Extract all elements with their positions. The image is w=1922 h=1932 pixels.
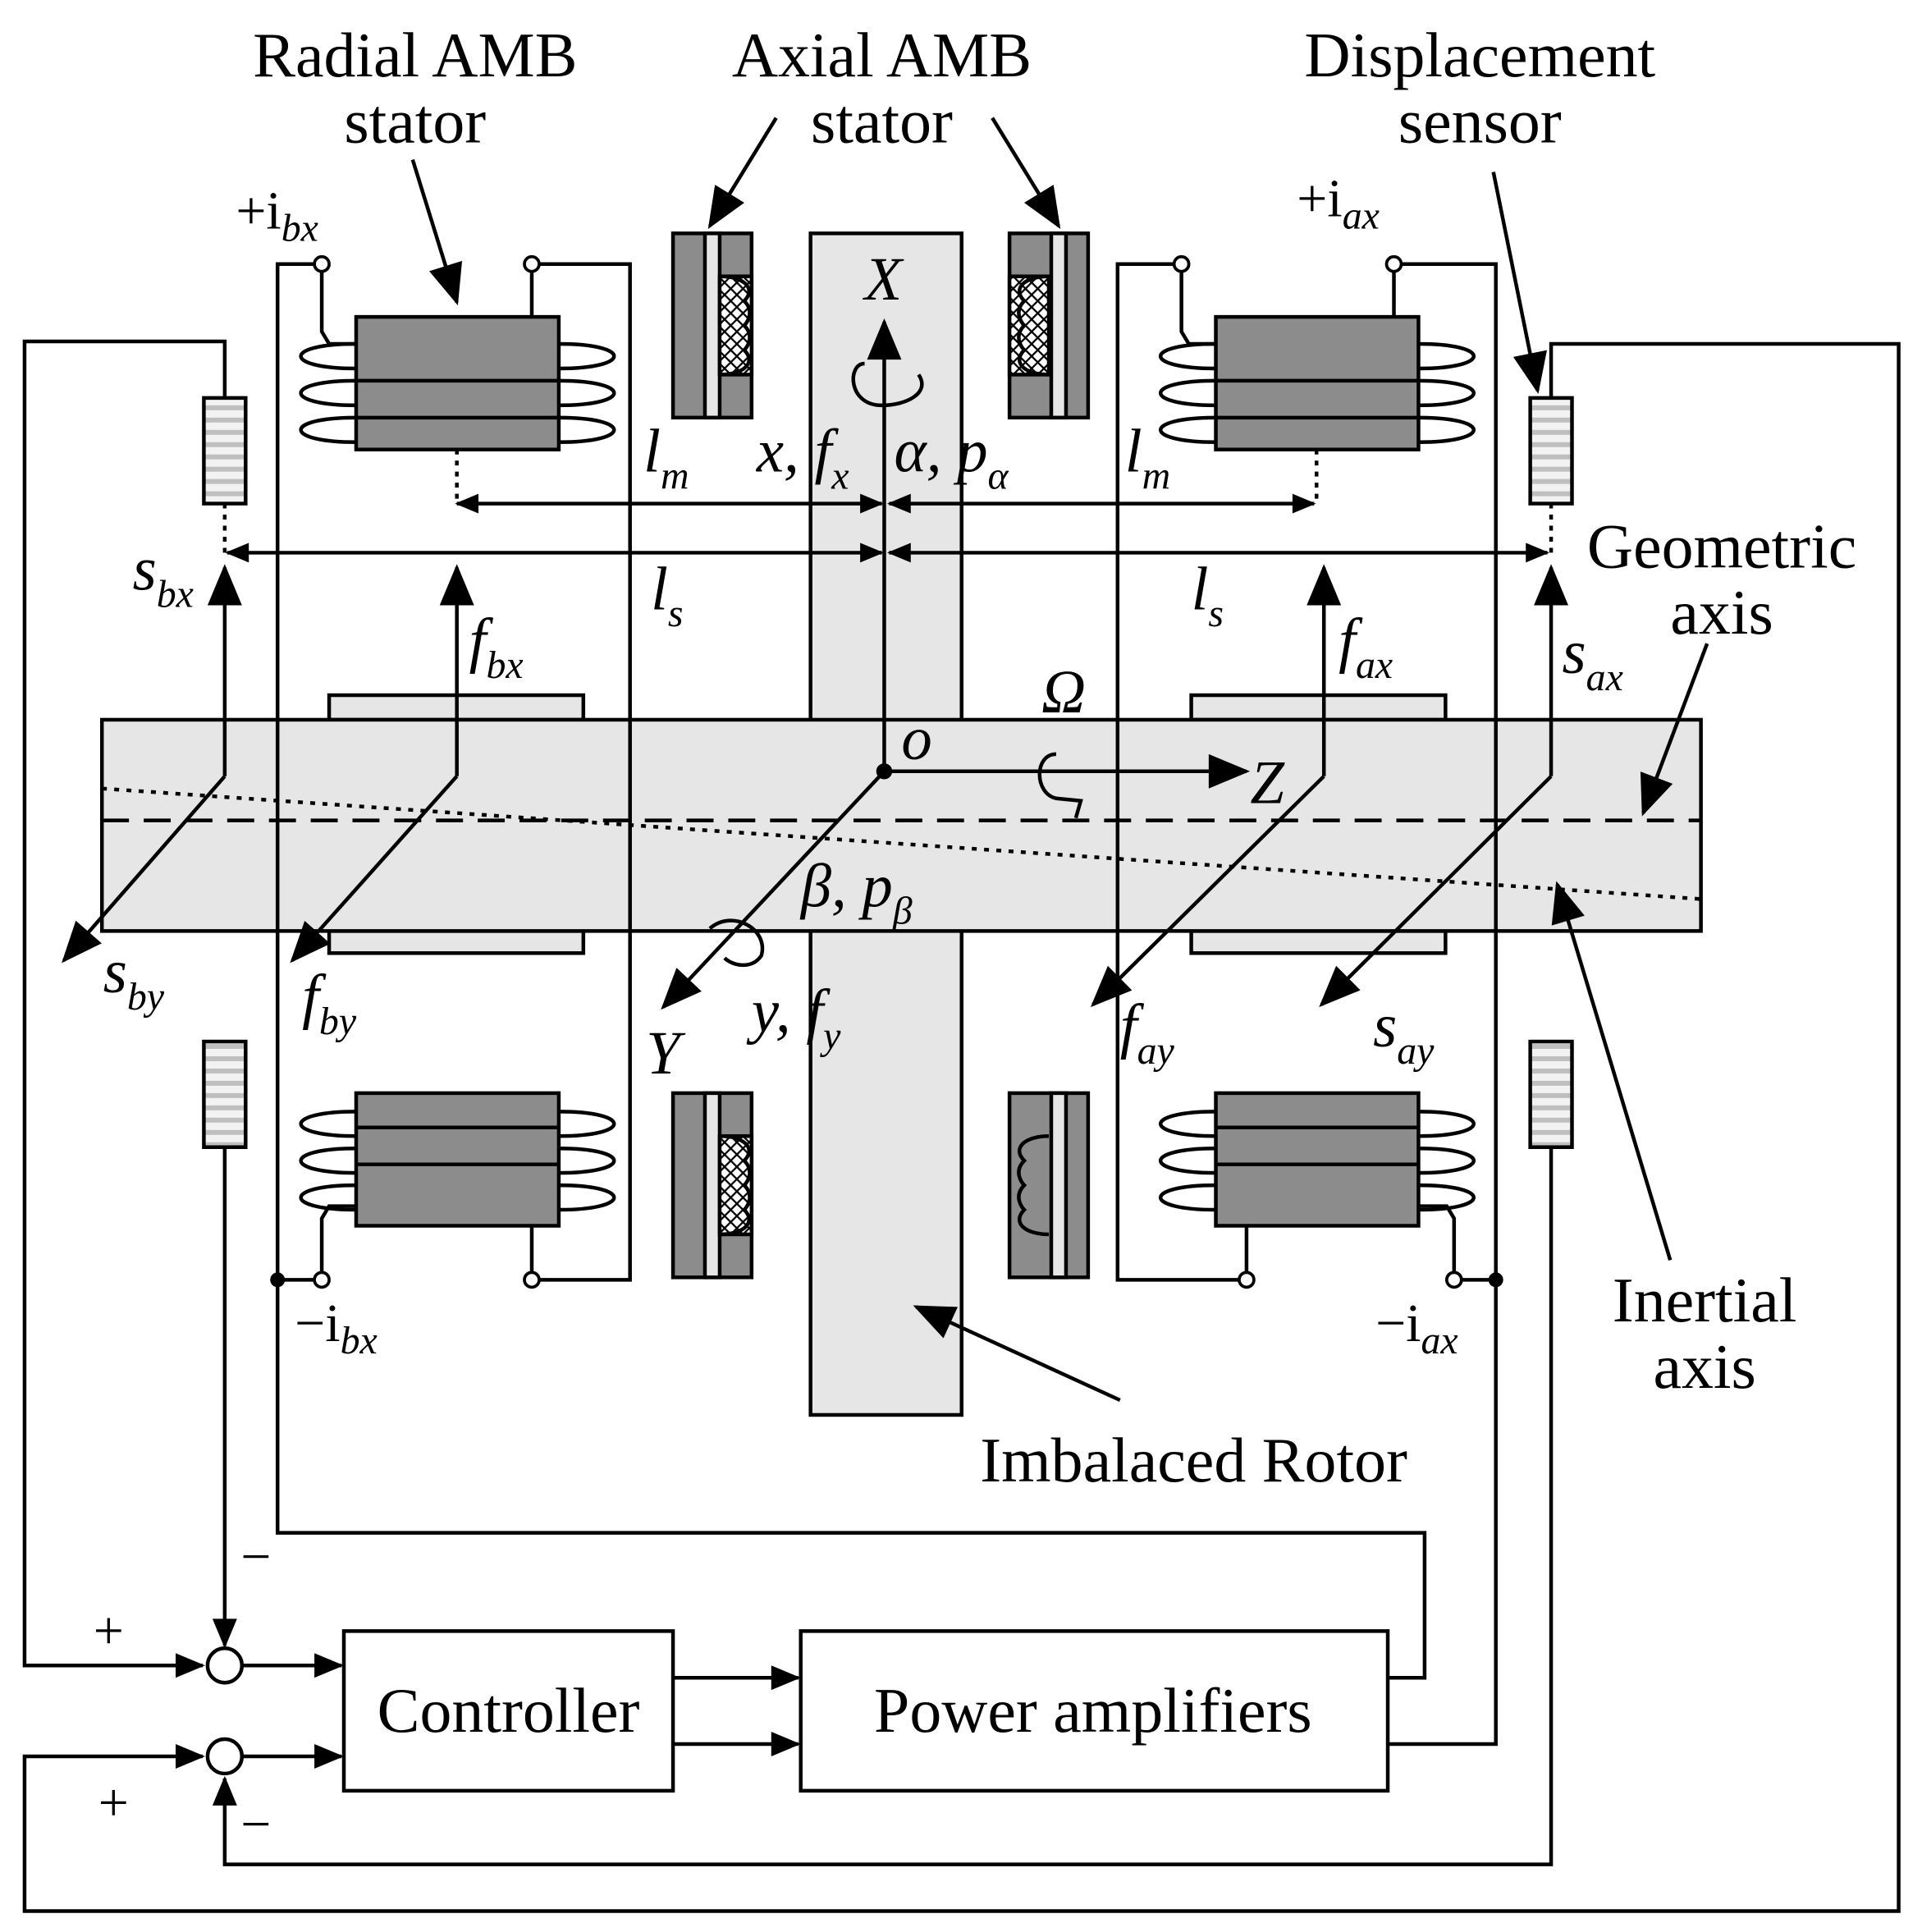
label-x-fx: x, fx (756, 418, 849, 498)
leader-axial-stator-left (707, 117, 778, 229)
sensor-bottom-right (1528, 1039, 1574, 1149)
controller-block (341, 1629, 675, 1793)
label-axis-X: X (863, 245, 905, 314)
label-power-amplifiers: Power amplifiers (874, 1675, 1312, 1746)
label-minus-i-ax: −iax (1375, 1293, 1458, 1362)
summing-junction-bottom (205, 1737, 245, 1776)
label-inertial-axis-line2: axis (1653, 1331, 1755, 1402)
sign-plus-top: + (94, 1600, 124, 1660)
rotor-collar-left-bottom (327, 929, 586, 955)
label-plus-i-ax: +iax (1297, 168, 1380, 237)
label-s-ax: sax (1563, 619, 1623, 699)
label-imbalanced-rotor: Imbalaced Rotor (980, 1425, 1407, 1495)
label-omega: Ω (1041, 658, 1086, 726)
sign-minus-bottom: − (240, 1795, 271, 1855)
label-f-bx: fbx (469, 607, 524, 687)
label-plus-i-bx: +ibx (236, 181, 318, 250)
label-radial-amb-stator-line2: stator (344, 86, 486, 157)
label-lm-left: lm (643, 418, 689, 498)
label-ls-left: ls (651, 555, 683, 635)
radial-amb-stator-top-left (299, 263, 616, 451)
label-s-by: sby (103, 938, 165, 1019)
label-lm-right: lm (1125, 418, 1170, 498)
leader-sensor (1491, 172, 1547, 395)
sensor-top-right (1528, 396, 1574, 506)
rotation-alpha (851, 361, 924, 408)
label-minus-i-bx: −ibx (295, 1293, 378, 1362)
axial-amb-stator-bottom-left (670, 1091, 754, 1280)
sensor-wire-bottom-right (212, 1147, 1554, 1866)
power-amplifiers-block (799, 1629, 1390, 1793)
label-geometric-axis-line2: axis (1670, 577, 1773, 648)
axial-amb-stator-top-right (1007, 231, 1091, 420)
radial-amb-stator-bottom-right (1159, 1091, 1476, 1280)
vector-s-by (62, 775, 227, 964)
label-controller: Controller (378, 1675, 640, 1746)
leader-axial-stator-right (991, 117, 1061, 229)
leader-radial-stator (410, 158, 463, 306)
sign-plus-bottom: + (98, 1773, 129, 1833)
sensor-bottom-left (202, 1039, 248, 1149)
leader-geometric-axis (1640, 643, 1709, 817)
radial-amb-stator-top-right (1159, 263, 1476, 451)
summing-junction-top (205, 1646, 245, 1685)
vector-f-by (290, 775, 459, 964)
label-radial-amb-stator-line1: Radial AMB (253, 20, 577, 90)
sensor-top-left (202, 396, 248, 506)
label-axis-Z: Z (1250, 749, 1285, 817)
rotor-shaft (99, 717, 1703, 933)
sensor-wire-top-left (22, 339, 227, 1678)
axis-Y (661, 770, 886, 1010)
label-f-by: fby (302, 963, 357, 1043)
axial-amb-stator-bottom-right (1007, 1091, 1091, 1280)
label-geometric-axis-line1: Geometric (1587, 510, 1856, 581)
label-alpha-p: α, pα (894, 418, 1009, 498)
sign-minus-top: − (240, 1527, 271, 1587)
vector-f-ay (1090, 775, 1325, 1008)
radial-amb-stator-bottom-left (299, 1091, 616, 1280)
rotor-collar-right-top (1189, 693, 1448, 722)
label-inertial-axis-line1: Inertial (1613, 1265, 1797, 1335)
vector-s-ay (1319, 775, 1553, 1008)
label-f-ax: fax (1339, 607, 1393, 687)
label-origin-o: o (901, 705, 931, 773)
axial-amb-stator-top-left (670, 231, 754, 420)
wire-right-outer (1388, 262, 1498, 1747)
label-displacement-sensor-line2: sensor (1398, 86, 1562, 157)
label-s-bx: sbx (133, 535, 194, 616)
label-f-ay: fay (1120, 992, 1175, 1073)
rotor-collar-right-bottom (1189, 929, 1448, 955)
label-beta-p: β, pβ (799, 852, 913, 932)
label-axial-amb-stator-line2: stator (811, 86, 953, 157)
rotation-beta (708, 918, 765, 968)
label-ls-right: ls (1192, 555, 1224, 635)
sensor-wire-top-right (22, 341, 1901, 1913)
rotation-omega (1037, 752, 1083, 819)
wire-left-inner (531, 262, 632, 1282)
label-displacement-sensor-line1: Displacement (1304, 20, 1655, 90)
label-axial-amb-stator-line1: Axial AMB (732, 20, 1032, 90)
label-axis-Y: Y (646, 1019, 686, 1087)
leader-rotor (913, 1305, 1121, 1403)
leader-inertial-axis (1551, 881, 1673, 1261)
wire-left-outer (275, 262, 1427, 1680)
inertial-axis-line (102, 786, 1701, 901)
label-y-fy: y, fy (746, 977, 841, 1058)
label-s-ay: say (1373, 992, 1435, 1073)
